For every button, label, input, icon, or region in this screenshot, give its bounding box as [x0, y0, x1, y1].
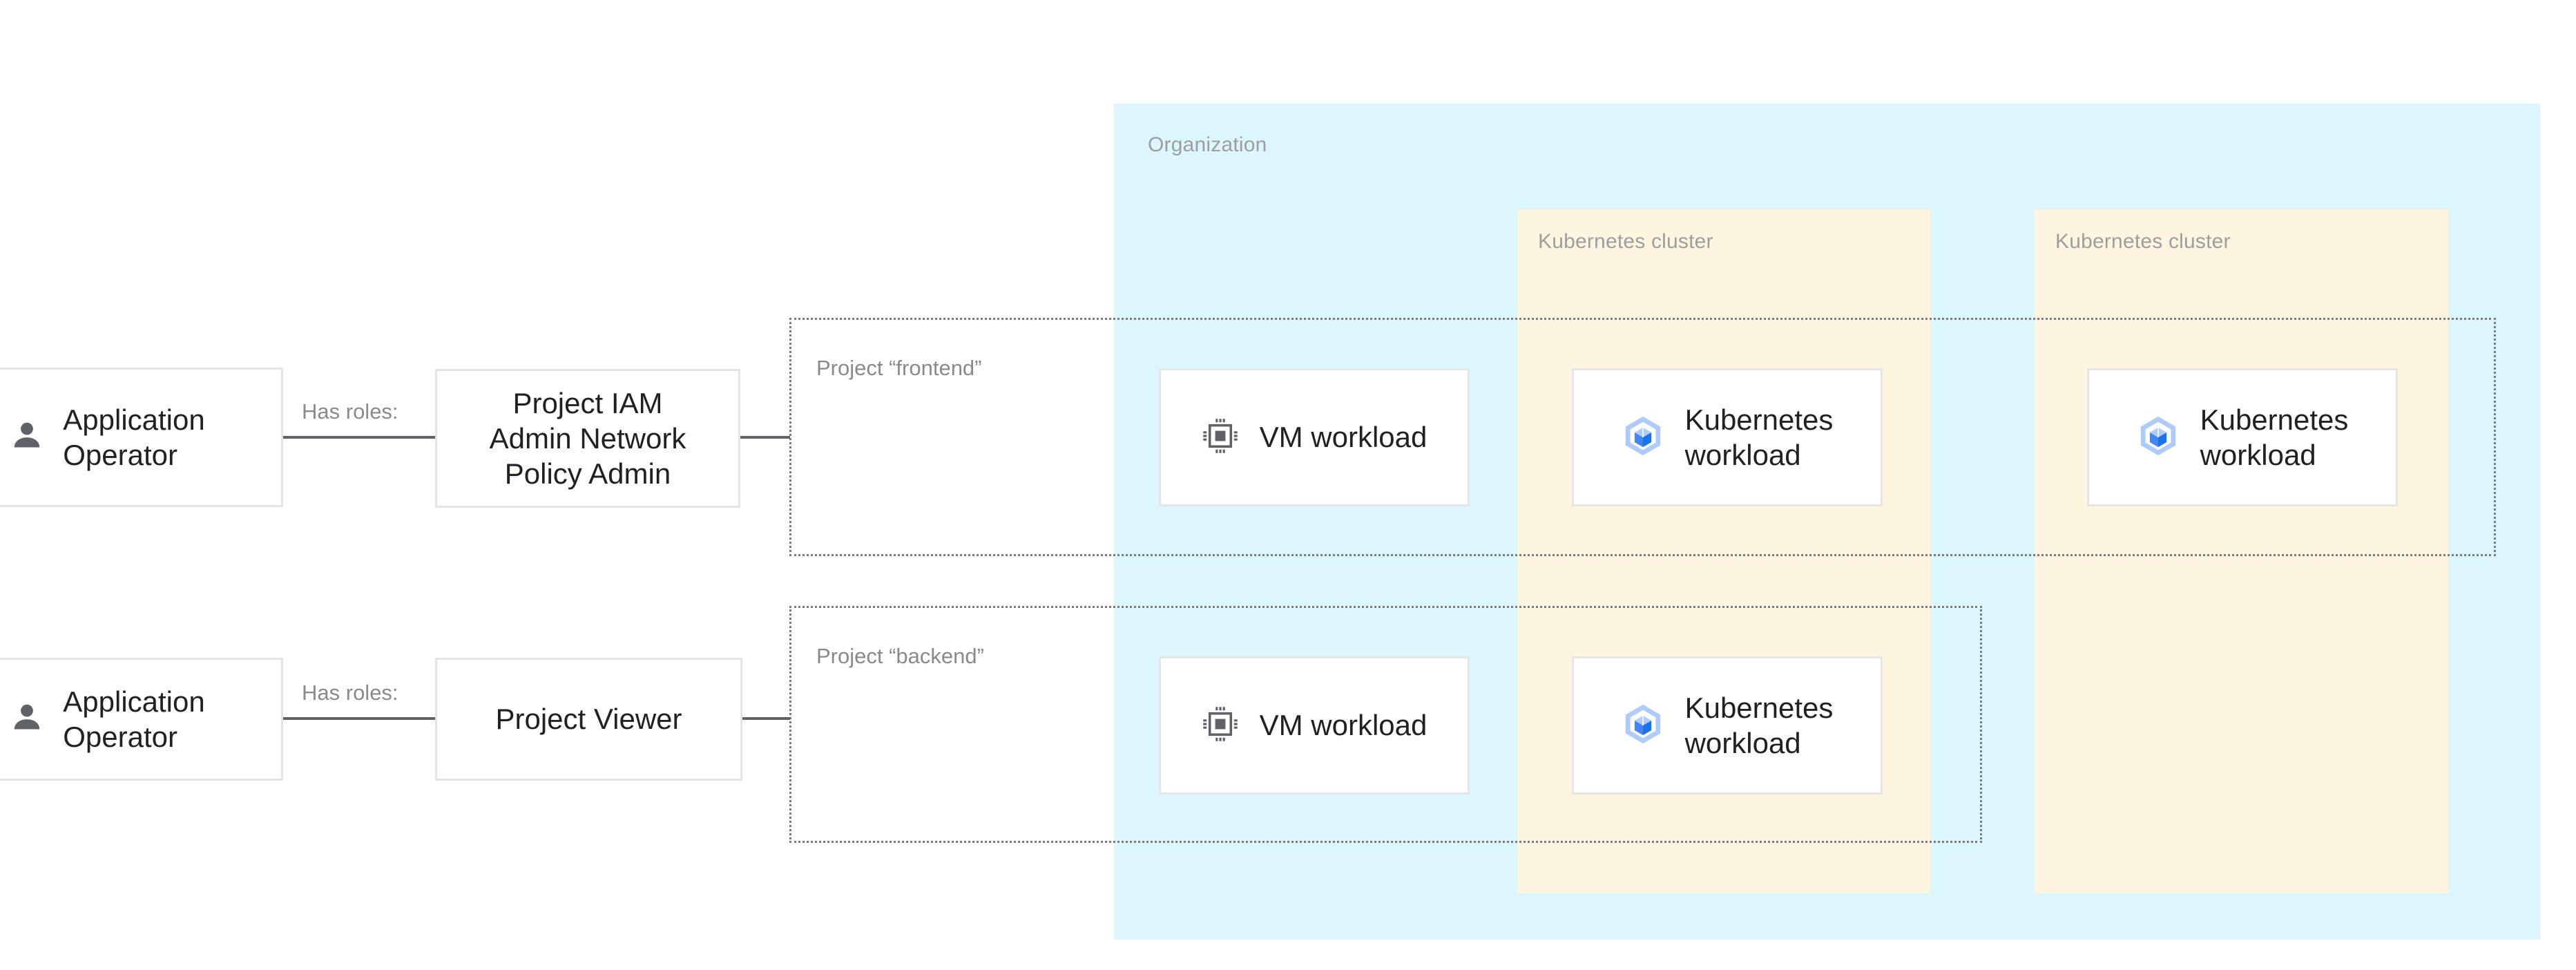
workload-card-k8s-frontend-2[interactable]: Kubernetes workload	[2087, 368, 2398, 506]
kubernetes-icon	[1622, 703, 1664, 749]
workload-label-k8s-frontend-1: Kubernetes workload	[1684, 403, 1834, 471]
project-boundary-frontend	[789, 318, 2496, 556]
organization-label: Organization	[1148, 133, 1267, 156]
connector-role1-to-project-frontend	[740, 436, 790, 439]
workload-label-vm-backend: VM workload	[1259, 709, 1428, 742]
workload-label-k8s-backend-1: Kubernetes workload	[1684, 691, 1834, 759]
workload-card-vm-backend[interactable]: VM workload	[1159, 656, 1470, 795]
kubernetes-cluster-zone-2	[2035, 209, 2448, 893]
workload-card-k8s-backend-1[interactable]: Kubernetes workload	[1572, 656, 1883, 795]
edge-label-has-roles-2: Has roles:	[302, 681, 398, 705]
kubernetes-icon	[2137, 415, 2180, 461]
role-label-1: Project IAM Admin Network Policy Admin	[489, 386, 686, 491]
connector-role2-to-project-backend	[742, 717, 790, 720]
kubernetes-cluster-label-1: Kubernetes cluster	[1538, 230, 1713, 253]
project-label-backend: Project “backend”	[816, 644, 984, 668]
edge-label-has-roles-1: Has roles:	[302, 399, 398, 424]
project-boundary-backend	[789, 606, 1982, 843]
actor-label-2: Application Operator	[63, 685, 205, 753]
actor-box-2[interactable]: Application Operator	[0, 658, 283, 781]
kubernetes-cluster-label-2: Kubernetes cluster	[2055, 230, 2231, 253]
workload-label-k8s-frontend-2: Kubernetes workload	[2200, 403, 2349, 471]
cpu-chip-icon	[1202, 417, 1239, 458]
workload-card-vm-frontend[interactable]: VM workload	[1159, 368, 1470, 506]
actor-box-1[interactable]: Application Operator	[0, 368, 283, 507]
role-label-2: Project Viewer	[495, 703, 682, 736]
role-box-2[interactable]: Project Viewer	[435, 658, 742, 781]
connector-actor2-to-role2	[283, 717, 436, 720]
connector-actor1-to-role1	[283, 436, 436, 439]
kubernetes-icon	[1622, 415, 1664, 461]
role-box-1[interactable]: Project IAM Admin Network Policy Admin	[435, 369, 740, 508]
workload-label-vm-frontend: VM workload	[1259, 421, 1428, 454]
person-icon	[9, 700, 45, 739]
cpu-chip-icon	[1202, 705, 1239, 746]
actor-label-1: Application Operator	[63, 403, 205, 471]
workload-card-k8s-frontend-1[interactable]: Kubernetes workload	[1572, 368, 1883, 506]
project-label-frontend: Project “frontend”	[816, 356, 982, 380]
person-icon	[9, 418, 45, 457]
